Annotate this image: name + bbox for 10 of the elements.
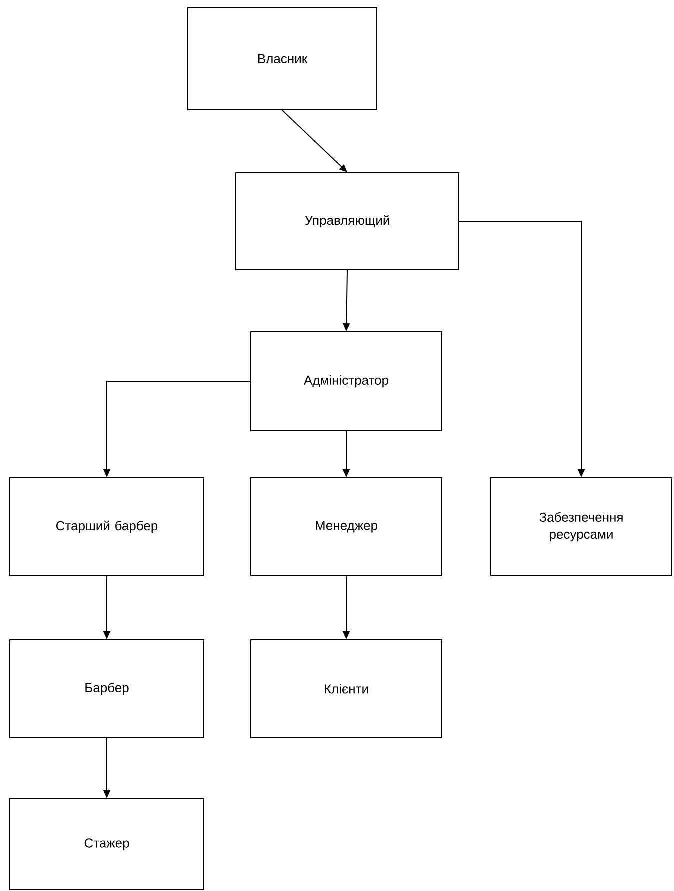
org-box: Клієнти xyxy=(250,640,442,738)
org-box: Власник xyxy=(188,8,378,110)
arrow xyxy=(282,110,348,172)
org-box: Стажер xyxy=(10,798,204,890)
org-box: Барбер xyxy=(10,640,204,738)
org-box: Забезпечення ресурсами xyxy=(490,478,672,576)
org-box: Управляющий xyxy=(236,172,460,270)
org-box: Адміністратор xyxy=(250,332,442,432)
org-box: Менеджер xyxy=(250,478,442,576)
org-box: Старший барбер xyxy=(10,478,204,576)
